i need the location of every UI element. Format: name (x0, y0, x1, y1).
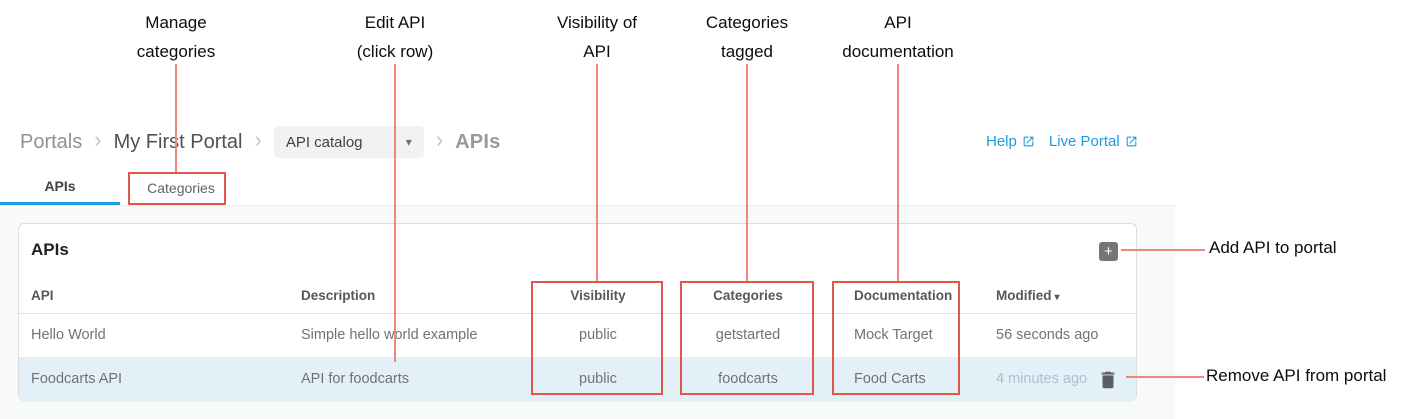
live-portal-link[interactable]: Live Portal (1049, 133, 1138, 150)
column-header-modified-label: Modified (996, 288, 1052, 303)
cell-categories: foodcarts (718, 371, 778, 387)
remove-api-button[interactable] (1097, 368, 1121, 392)
trash-icon (1097, 369, 1121, 391)
cell-visibility: public (579, 371, 617, 387)
column-header-description: Description (301, 288, 376, 303)
annotation-line: Edit API (364, 13, 426, 32)
breadcrumb-chevron-icon: › (94, 127, 102, 152)
tab-bar: APIs Categories (0, 170, 1175, 205)
annotation-line: Manage (145, 13, 207, 32)
cell-categories: getstarted (715, 327, 781, 343)
breadcrumb-chevron-icon: › (254, 127, 262, 152)
column-header-categories: Categories (713, 288, 783, 303)
annotation-line: Categories (705, 13, 789, 32)
cell-modified: 56 seconds ago (996, 327, 1099, 343)
tab-apis[interactable]: APIs (0, 170, 120, 205)
external-link-icon (1125, 135, 1138, 148)
column-header-api: API (31, 288, 54, 303)
annotation-manage-categories: Manage categories (66, 8, 286, 66)
tab-categories[interactable]: Categories (147, 179, 215, 196)
table-header-row: API Description Visibility Categories Do… (19, 284, 1136, 314)
table-row-foodcarts-api[interactable]: Foodcarts API API for foodcarts public f… (19, 358, 1136, 402)
annotation-callout-line (394, 64, 396, 362)
catalog-dropdown-value: API catalog (285, 133, 363, 151)
chevron-down-icon: ▾ (405, 135, 412, 149)
header-links: Help Live Portal (986, 133, 1138, 150)
panel-title: APIs (31, 240, 69, 259)
annotation-callout-line (897, 64, 899, 281)
annotation-line: documentation (842, 42, 954, 61)
sort-descending-icon: ▾ (1054, 292, 1060, 303)
annotation-visibility-of-api: Visibility of API (487, 8, 707, 66)
annotation-edit-api: Edit API (click row) (285, 8, 505, 66)
live-portal-link-label: Live Portal (1048, 133, 1120, 150)
annotation-callout-line (1126, 376, 1204, 378)
annotation-line: Visibility of (557, 13, 637, 32)
annotation-line: API (884, 13, 912, 32)
add-api-button[interactable]: + (1099, 242, 1118, 261)
cell-description: API for foodcarts (301, 371, 409, 387)
catalog-dropdown[interactable]: API catalog ▾ (273, 126, 424, 158)
annotation-add-api-to-portal: Add API to portal (1209, 238, 1337, 257)
cell-api: Foodcarts API (31, 371, 123, 387)
cell-documentation: Mock Target (854, 327, 933, 343)
cell-documentation: Food Carts (854, 371, 926, 387)
cell-api: Hello World (31, 327, 106, 343)
help-link-label: Help (986, 133, 1017, 150)
breadcrumb: Portals › My First Portal › API catalog … (20, 124, 500, 160)
breadcrumb-my-first-portal[interactable]: My First Portal (113, 130, 243, 153)
external-link-icon (1022, 135, 1035, 148)
annotation-line: API (583, 42, 611, 61)
annotation-callout-line (596, 64, 598, 281)
annotation-api-documentation: API documentation (788, 8, 1008, 66)
annotation-line: tagged (721, 42, 773, 61)
annotation-callout-line (746, 64, 748, 281)
cell-visibility: public (579, 327, 617, 343)
table-row-hello-world[interactable]: Hello World Simple hello world example p… (19, 314, 1136, 358)
column-header-documentation: Documentation (854, 288, 953, 303)
annotation-line: (click row) (356, 42, 434, 61)
apis-panel: APIs + API Description Visibility Catego… (18, 223, 1137, 402)
breadcrumb-portals[interactable]: Portals (20, 130, 83, 153)
annotation-categories-tagged: Categories tagged (637, 8, 857, 66)
column-header-visibility: Visibility (570, 288, 626, 303)
help-link[interactable]: Help (986, 133, 1035, 150)
annotation-line: categories (136, 42, 216, 61)
column-header-modified[interactable]: Modified▾ (996, 288, 1060, 303)
annotation-callout-line (1121, 249, 1205, 251)
cell-description: Simple hello world example (301, 327, 478, 343)
breadcrumb-chevron-icon: › (435, 127, 444, 152)
annotation-callout-line (175, 64, 177, 172)
cell-modified: 4 minutes ago (996, 371, 1088, 387)
annotation-remove-api-from-portal: Remove API from portal (1206, 366, 1387, 385)
breadcrumb-current-apis: APIs (455, 130, 501, 153)
